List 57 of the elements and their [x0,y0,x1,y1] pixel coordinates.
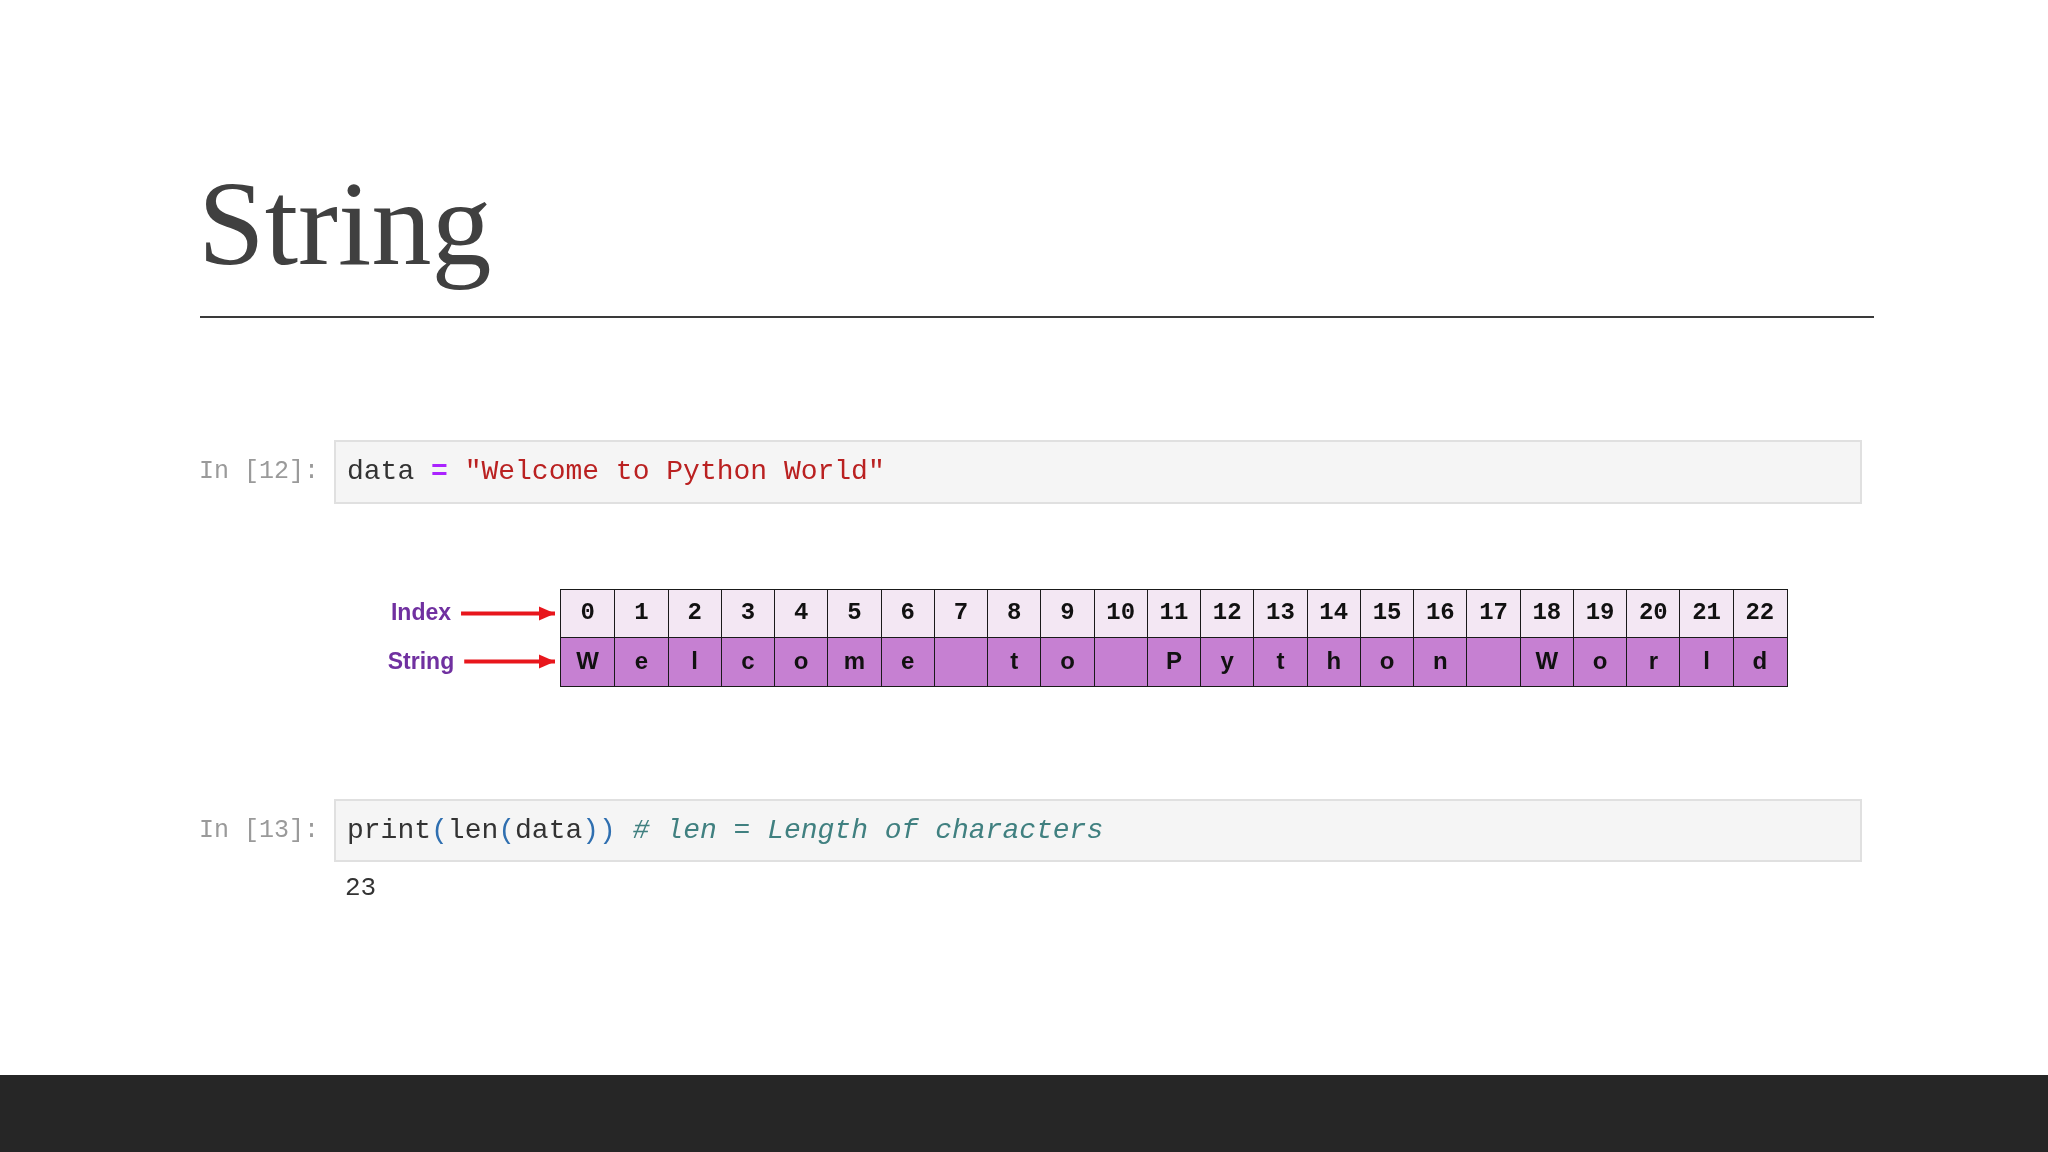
arrow [464,654,555,669]
string-character: o [1060,648,1075,675]
code-text: print(len(data)) # len = Length of characters [347,813,1104,848]
string-character: l [1703,648,1710,675]
index-number: 10 [1106,600,1136,627]
string-character: P [1165,648,1182,675]
slide-title: String [198,156,492,292]
string-character: o [793,648,809,675]
row-label: Index [390,599,452,627]
string-character: h [1326,648,1342,675]
string-character: W [1535,648,1559,675]
table-row [560,589,1788,638]
row-label: String [387,648,455,676]
string-character: e [901,648,915,675]
index-number: 22 [1745,600,1775,627]
index-number: 12 [1212,600,1242,627]
string-character: c [741,648,755,675]
code-cell [334,799,1862,862]
code-cell [334,440,1862,504]
index-number: 16 [1425,600,1455,627]
index-number: 18 [1532,600,1562,627]
index-number: 5 [847,600,862,627]
arrow [461,606,555,621]
index-number: 19 [1585,600,1615,627]
string-character: m [843,648,866,675]
string-character: W [576,648,599,675]
index-number: 17 [1479,600,1508,627]
index-number: 15 [1372,600,1402,627]
index-number: 2 [687,600,702,627]
input-prompt: In [13]: [198,815,319,846]
index-number: 11 [1159,600,1189,627]
table-row [560,636,1788,687]
index-number: 21 [1692,600,1721,627]
string-character: o [1379,648,1395,675]
string-character: t [1276,648,1285,675]
index-number: 0 [580,600,595,627]
string-character: l [691,648,698,675]
string-character: o [1592,648,1608,675]
index-number: 8 [1007,600,1022,627]
string-character: t [1010,648,1019,675]
input-prompt: In [12]: [198,457,319,487]
string-character: r [1648,648,1658,675]
index-number: 3 [740,600,756,627]
index-number: 14 [1319,600,1349,627]
output-text: 23 [345,873,377,905]
index-number: 1 [634,600,649,627]
index-number: 4 [793,600,809,627]
string-character: e [634,648,649,675]
index-number: 20 [1638,600,1668,627]
index-number: 7 [953,600,969,627]
code-text: data = "Welcome to Python World" [347,455,885,489]
string-character: d [1752,648,1768,675]
index-number: 13 [1266,600,1295,627]
string-character: n [1432,648,1448,675]
index-number: 6 [900,600,915,627]
index-number: 9 [1060,600,1075,627]
string-character: y [1220,648,1234,675]
